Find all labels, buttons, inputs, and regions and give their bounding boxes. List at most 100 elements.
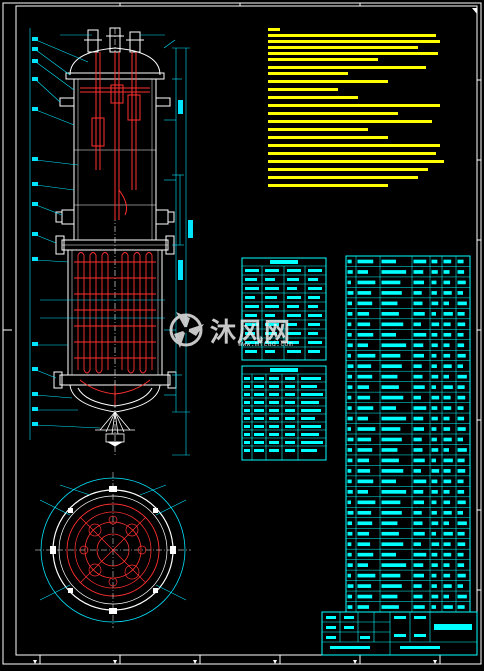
- parts-cell-text: [357, 437, 372, 442]
- parts-cell-text: [431, 448, 439, 452]
- parts-cell-text: [357, 259, 374, 264]
- parts-cell-text: [347, 563, 353, 567]
- parts-cell-text: [443, 374, 449, 379]
- parts-cell-text: [357, 510, 372, 515]
- parts-cell-text: [357, 332, 374, 337]
- parts-cell-text: [347, 500, 351, 505]
- dimension-lines: [29, 28, 190, 456]
- parts-cell-text: [431, 312, 436, 316]
- parts-cell-text: [457, 312, 465, 316]
- parts-cell-text: [347, 521, 353, 526]
- parts-cell-text: [431, 406, 438, 410]
- parts-cell-text: [431, 469, 440, 473]
- parts-cell-text: [347, 437, 354, 442]
- parts-cell-text: [443, 406, 452, 410]
- parts-cell-text: [413, 469, 421, 473]
- parts-cell-text: [431, 332, 438, 337]
- parts-cell-text: [443, 531, 453, 536]
- parts-cell-text: [413, 270, 424, 274]
- parts-cell-text: [431, 374, 439, 379]
- plan-view: [35, 472, 191, 628]
- parts-cell-text: [443, 437, 452, 442]
- parts-cell-text: [347, 594, 353, 599]
- parts-cell-text: [413, 594, 423, 599]
- parts-cell-text: [347, 301, 353, 306]
- upper-shell: [55, 79, 175, 240]
- parts-cell-text: [381, 406, 396, 410]
- parts-cell-text: [413, 280, 424, 285]
- parts-cell-text: [457, 510, 463, 515]
- parts-cell-text: [431, 458, 436, 463]
- balloon-labels: [32, 37, 193, 426]
- parts-cell-text: [347, 584, 354, 588]
- parts-cell-text: [347, 343, 353, 348]
- parts-cell-text: [457, 332, 464, 337]
- parts-cell-text: [443, 270, 450, 274]
- watermark-brand: 沐风网: [210, 318, 292, 348]
- parts-cell-text: [413, 395, 421, 400]
- parts-cell-text: [381, 510, 402, 515]
- parts-cell-text: [381, 280, 401, 285]
- bottom-internals: [79, 379, 151, 405]
- parts-cell-text: [457, 573, 466, 578]
- parts-cell-text: [443, 510, 452, 515]
- parts-cell-text: [357, 479, 374, 484]
- design-data-table: [241, 257, 327, 361]
- parts-cell-text: [431, 427, 437, 431]
- parts-cell-text: [357, 395, 371, 400]
- parts-cell-text: [457, 490, 465, 494]
- parts-cell-text: [457, 395, 466, 400]
- parts-cell-text: [347, 291, 354, 295]
- parts-cell-text: [413, 563, 424, 567]
- parts-cell-text: [381, 291, 402, 295]
- parts-cell-text: [443, 312, 453, 316]
- parts-cell-text: [431, 500, 437, 505]
- parts-cell-text: [443, 458, 453, 463]
- parts-cell-text: [357, 374, 373, 379]
- parts-cell-text: [381, 395, 404, 400]
- parts-cell-text: [347, 395, 352, 400]
- parts-cell-text: [347, 573, 351, 578]
- parts-cell-text: [443, 552, 452, 557]
- parts-cell-text: [431, 395, 440, 400]
- parts-cell-text: [443, 427, 451, 431]
- parts-cell-text: [381, 584, 402, 588]
- parts-cell-text: [457, 343, 465, 348]
- parts-cell-text: [443, 395, 451, 400]
- parts-cell-text: [413, 458, 425, 463]
- parts-cell-text: [413, 605, 425, 609]
- parts-cell-text: [413, 291, 422, 295]
- parts-cell-text: [381, 416, 407, 421]
- parts-cell-text: [443, 605, 453, 609]
- parts-cell-text: [431, 531, 436, 536]
- parts-cell-text: [381, 605, 399, 609]
- parts-cell-text: [443, 301, 449, 306]
- parts-cell-text: [431, 605, 436, 609]
- parts-cell-text: [357, 448, 373, 452]
- parts-cell-text: [381, 500, 401, 505]
- parts-cell-text: [381, 552, 396, 557]
- parts-cell-text: [347, 374, 353, 379]
- parts-cell-text: [347, 490, 353, 494]
- parts-cell-text: [443, 291, 452, 295]
- watermark-url: www.mfcad.com: [238, 340, 293, 348]
- parts-cell-text: [413, 448, 423, 452]
- parts-cell-text: [413, 584, 422, 588]
- parts-cell-text: [431, 364, 437, 369]
- parts-cell-text: [357, 605, 370, 609]
- parts-cell-text: [431, 437, 437, 442]
- parts-cell-text: [357, 427, 376, 431]
- parts-cell-text: [457, 594, 467, 599]
- parts-cell-text: [443, 479, 452, 484]
- parts-cell-text: [381, 490, 407, 494]
- parts-cell-text: [457, 322, 466, 327]
- parts-cell-text: [457, 353, 466, 358]
- parts-cell-text: [413, 312, 425, 316]
- parts-cell-text: [413, 531, 425, 536]
- parts-cell-text: [347, 542, 352, 547]
- parts-cell-text: [443, 542, 451, 547]
- parts-cell-text: [357, 416, 368, 421]
- parts-cell-text: [413, 332, 427, 337]
- parts-list: [345, 255, 471, 613]
